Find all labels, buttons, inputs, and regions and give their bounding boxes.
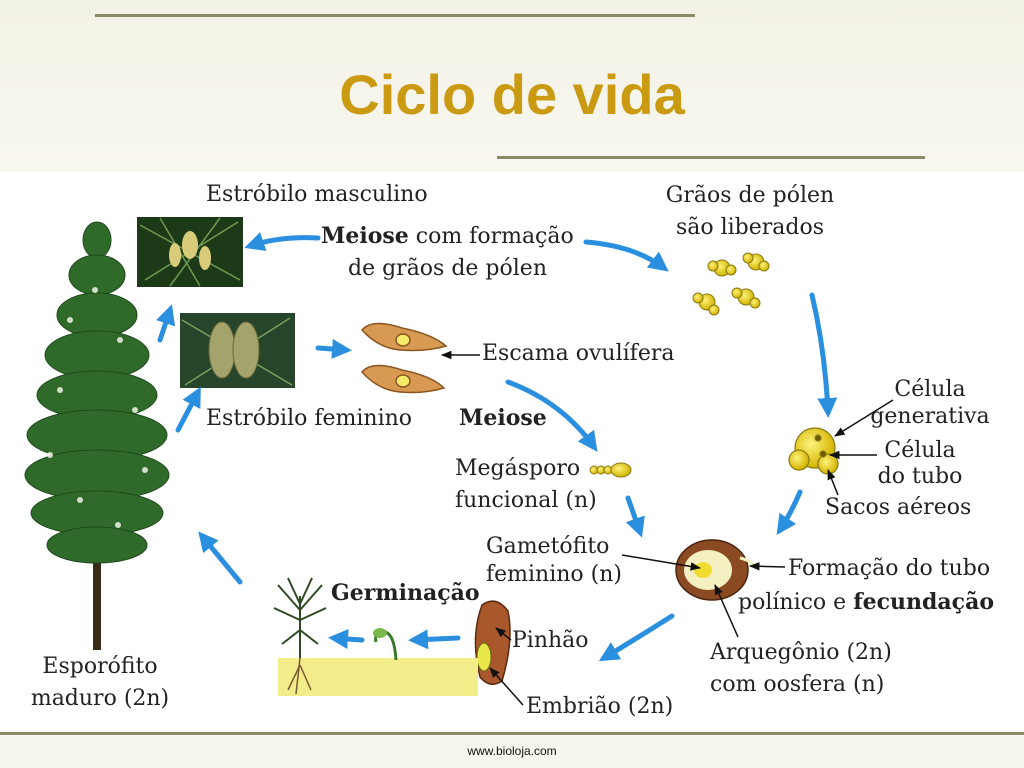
megaspore-label-line2: funcional (n) [455, 488, 597, 513]
sporophyte-label-line1: Esporófito [42, 654, 158, 679]
pollen-released-label-line1: Grãos de pólen [665, 183, 835, 208]
tube-cell-label-line1: Célula [884, 438, 956, 463]
top-rule [95, 14, 695, 17]
megaspore-illustration [589, 462, 632, 478]
pine-tree-illustration [24, 221, 170, 650]
pollen-tube-label-line2-start: polínico e [738, 590, 854, 615]
page-title: Ciclo de vida [339, 63, 685, 126]
pollen-grains-illustration [692, 252, 770, 316]
generative-cell-label-line1: Célula [894, 377, 966, 402]
gametophyte-label-line1: Gametófito [486, 534, 610, 559]
seed-label: Pinhão [512, 628, 589, 653]
sporophyte-label-line2: maduro (2n) [30, 686, 170, 711]
air-sacs-label: Sacos aéreos [825, 495, 972, 520]
tube-cell-label-line2: do tubo [877, 464, 963, 489]
footer-rule [0, 732, 1024, 735]
germination-label: Germinação [331, 580, 480, 606]
meiosis-pollen-rest: com formação [408, 224, 574, 249]
footer-credit: www.bioloja.com [467, 744, 557, 758]
ovuliferous-scale-label: Escama ovulífera [482, 341, 675, 366]
meiosis-pollen-bold: Meiose [321, 223, 409, 249]
embryo-label: Embrião (2n) [526, 694, 674, 719]
megaspore-label-line1: Megásporo [455, 456, 581, 481]
pollen-tube-label-line1: Formação do tubo [788, 556, 991, 581]
header-background [0, 0, 1024, 172]
female-cone-photo [180, 313, 295, 388]
meiosis-label: Meiose [459, 405, 547, 431]
male-cone-photo [137, 217, 243, 287]
meiosis-pollen-label-line2: de grãos de pólen [348, 256, 547, 281]
gametophyte-label-line2: feminino (n) [486, 562, 623, 587]
archegonium-label-line1: Arquegônio (2n) [710, 640, 892, 665]
archegonium-label-line2: com oosfera (n) [710, 672, 885, 697]
pollen-tube-label-line2: polínico e fecundação [738, 588, 994, 618]
bottom-title-rule [497, 156, 925, 159]
generative-cell-label-line2: generativa [870, 404, 990, 429]
cycle-arrows [156, 232, 838, 662]
ovuliferous-scale-illustration [361, 322, 448, 394]
pollen-grain-cells-illustration [788, 427, 839, 475]
male-cone-label: Estróbilo masculino [206, 182, 428, 207]
fertilization-bold: fecundação [853, 589, 994, 615]
germination-scene [273, 577, 478, 696]
ovule-fertilization-illustration [675, 539, 756, 601]
female-cone-label: Estróbilo feminino [206, 406, 413, 431]
pollen-released-label-line2: são liberados [675, 215, 825, 240]
meiosis-pollen-label: Meiose com formação [321, 222, 574, 252]
